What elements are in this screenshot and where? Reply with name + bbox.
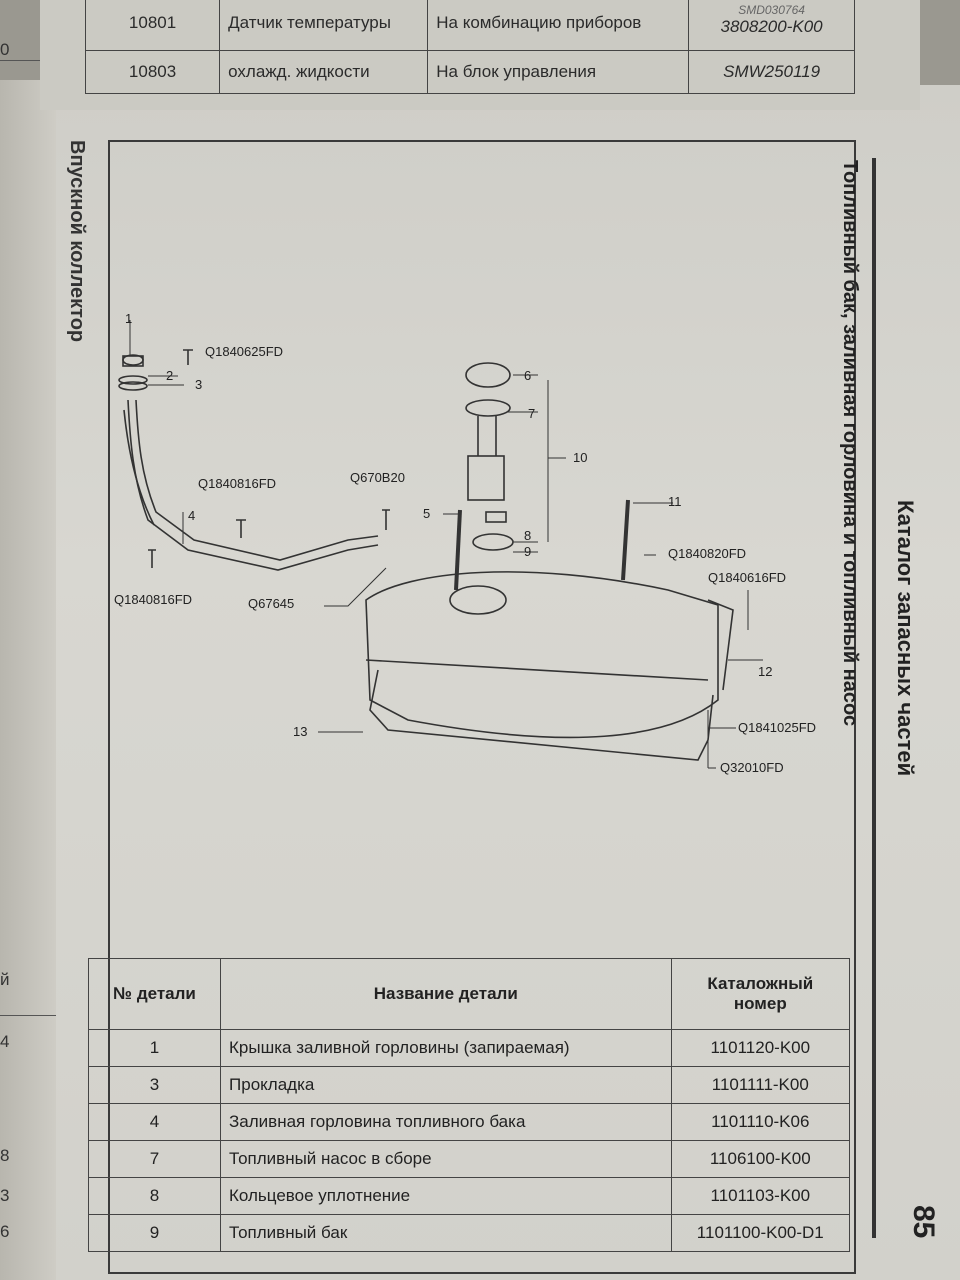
part-number-cell: 9 xyxy=(87,1214,222,1252)
table-row: 4 Заливная горловина топливного бака 110… xyxy=(87,1103,851,1141)
previous-page: 0 й 4 8 3 6 xyxy=(0,40,58,1280)
diagram-drawing xyxy=(118,349,734,761)
left-page-column-fragment: й xyxy=(0,970,10,989)
left-page-row-number: 6 xyxy=(0,1222,10,1241)
catalog-title: Каталог запасных частей xyxy=(893,500,918,777)
callout-8: 8 xyxy=(524,528,531,543)
part-name-cell: Топливный насос в сборе xyxy=(220,1140,672,1178)
part-number-cell: 3 xyxy=(87,1066,222,1104)
part-name-cell: Заливная горловина топливного бака xyxy=(220,1103,672,1141)
fastener-code: Q1840816FD xyxy=(114,592,192,607)
page-number: 85 xyxy=(907,1205,940,1239)
callout-3: 3 xyxy=(195,377,202,392)
catalog-number-cell: 1101120-K00 xyxy=(670,1029,851,1067)
callout-9: 9 xyxy=(524,544,531,559)
table-cell: SMD030764 3808200-K00 xyxy=(688,0,855,52)
fastener-code: Q1840820FD xyxy=(668,546,746,561)
fastener-code: Q670B20 xyxy=(350,470,405,485)
top-table: 10801 Датчик температуры На комбинацию п… xyxy=(84,0,855,94)
fastener-code: Q1840816FD xyxy=(198,476,276,491)
callout-5: 5 xyxy=(423,506,430,521)
callout-7: 7 xyxy=(528,406,535,421)
lock-ring xyxy=(465,362,511,388)
fastener-code: Q1840616FD xyxy=(708,570,786,585)
callout-2: 2 xyxy=(166,368,173,383)
o-ring xyxy=(472,533,514,551)
table-row: 7 Топливный насос в сборе 1106100-K00 xyxy=(87,1140,851,1178)
diagram-frame xyxy=(108,140,856,1274)
table-cell: SMW250119 xyxy=(688,50,855,94)
divider xyxy=(0,1015,58,1016)
callout-11: 11 xyxy=(668,494,682,509)
table-cell: охлажд. жидкости xyxy=(219,50,429,94)
column-header: Название детали xyxy=(220,958,672,1030)
table-cell: 10801 xyxy=(84,0,221,52)
table-header-row: № детали Название детали Каталожный номе… xyxy=(87,958,851,1030)
table-row: 3 Прокладка 1101111-K00 xyxy=(87,1066,851,1104)
section-title: Топливный бак, заливная горловина и топл… xyxy=(839,160,861,727)
left-page-row-number: 8 xyxy=(0,1146,10,1165)
catalog-number-cell: 1101100-K00-D1 xyxy=(670,1214,851,1252)
callout-1: 1 xyxy=(125,311,132,326)
catalog-number-cell: 1101103-K00 xyxy=(670,1177,851,1215)
fuel-system-diagram: 1 2 3 4 5 6 7 8 9 10 11 12 13 Q1840625FD… xyxy=(114,311,816,775)
table-cell: Датчик температуры xyxy=(219,0,429,52)
table-row: 8 Кольцевое уплотнение 1101103-K00 xyxy=(87,1177,851,1215)
table-row: 10801 Датчик температуры На комбинацию п… xyxy=(84,0,855,52)
table-row: 9 Топливный бак 1101100-K00-D1 xyxy=(87,1214,851,1252)
previous-page-title: Впускной коллектор xyxy=(66,140,88,343)
part-name-cell: Топливный бак xyxy=(220,1214,672,1252)
parts-table: № детали Название детали Каталожный номе… xyxy=(87,958,851,1252)
part-name-cell: Прокладка xyxy=(220,1066,672,1104)
catalog-number-cell: 1101110-K06 xyxy=(670,1103,851,1141)
gasket xyxy=(118,375,148,385)
part-number-cell: 1 xyxy=(87,1029,222,1067)
table-row: 1 Крышка заливной горловины (запираемая)… xyxy=(87,1029,851,1067)
part-number-cell: 4 xyxy=(87,1103,222,1141)
catalog-number-cell: 1101111-K00 xyxy=(670,1066,851,1104)
fastener-code: Q67645 xyxy=(248,596,294,611)
fastener-code: Q1841025FD xyxy=(738,720,816,735)
callout-6: 6 xyxy=(524,368,531,383)
part-number: 3808200-K00 xyxy=(720,16,823,36)
part-number-cell: 7 xyxy=(87,1140,222,1178)
table-cell: На блок управления xyxy=(427,50,690,94)
part-name-cell: Кольцевое уплотнение xyxy=(220,1177,672,1215)
table-cell: На комбинацию приборов xyxy=(427,0,690,52)
left-page-fragment: 0 xyxy=(0,40,10,59)
table-row: 10803 охлажд. жидкости На блок управлени… xyxy=(84,50,855,94)
column-header: № детали xyxy=(87,958,222,1030)
table-cell: 10803 xyxy=(84,50,221,94)
part-number-cell: 8 xyxy=(87,1177,222,1215)
left-page-row-number: 3 xyxy=(0,1186,10,1205)
header-rule xyxy=(872,158,876,1238)
callout-4: 4 xyxy=(188,508,195,523)
left-page-row-number: 4 xyxy=(0,1032,10,1051)
part-name-cell: Крышка заливной горловины (запираемая) xyxy=(220,1029,672,1067)
fastener-code: Q32010FD xyxy=(720,760,784,775)
fastener-code: Q1840625FD xyxy=(205,344,283,359)
column-header: Каталожный номер xyxy=(670,958,851,1030)
catalog-number-cell: 1106100-K00 xyxy=(670,1140,851,1178)
callout-10: 10 xyxy=(573,450,587,465)
callout-13: 13 xyxy=(293,724,307,739)
prev-part-number: SMD030764 xyxy=(738,2,805,17)
divider xyxy=(0,60,58,61)
fuel-tank xyxy=(365,571,719,739)
fuel-pump xyxy=(465,399,511,417)
callout-12: 12 xyxy=(758,664,772,679)
